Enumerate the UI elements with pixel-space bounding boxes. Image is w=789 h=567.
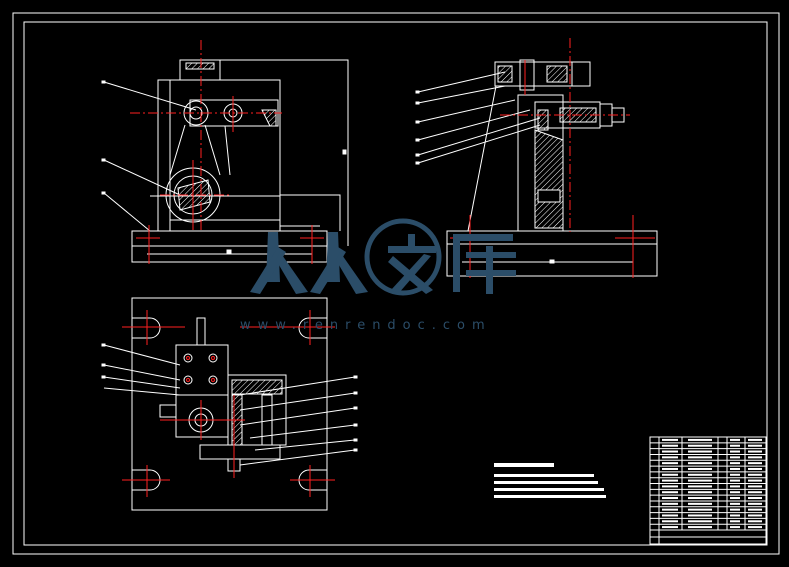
title-block-cell-mark	[730, 502, 740, 505]
title-block-cell-mark	[748, 462, 762, 465]
title-block-cell-mark	[688, 450, 712, 453]
title-block-cell-mark	[730, 485, 740, 488]
top-view-centerlines	[122, 310, 335, 497]
title-block-cell-mark	[748, 502, 762, 505]
title-block-cell-mark	[748, 456, 762, 459]
title-block-cell-mark	[662, 438, 678, 441]
title-block-cell-mark	[688, 479, 712, 482]
title-block-cell-mark	[688, 514, 712, 517]
outer-frame	[12, 12, 780, 555]
title-block-cell-mark	[748, 497, 762, 500]
title-block-cell-mark	[662, 473, 678, 476]
watermark-logo	[250, 218, 516, 296]
title-block-cell-mark	[688, 485, 712, 488]
title-block-cell-mark	[662, 479, 678, 482]
title-block-cell-mark	[662, 485, 678, 488]
title-block-cell-mark	[730, 467, 740, 470]
title-block-cell-mark	[688, 462, 712, 465]
title-block-cell-mark	[730, 444, 740, 447]
title-block-cell-mark	[688, 508, 712, 511]
title-block-cell-mark	[730, 438, 740, 441]
technical-notes	[494, 463, 606, 498]
title-block-cell-mark	[748, 485, 762, 488]
title-block-cell-mark	[662, 526, 678, 529]
title-block-cell-mark	[662, 502, 678, 505]
title-block-cell-mark	[748, 514, 762, 517]
title-block-cell-mark	[748, 526, 762, 529]
title-block-cell-mark	[662, 491, 678, 494]
front-view-centerlines	[130, 40, 324, 264]
title-block-cell-mark	[748, 473, 762, 476]
title-block-cell-mark	[662, 520, 678, 523]
title-block-cell-mark	[730, 473, 740, 476]
title-block-cell-mark	[662, 508, 678, 511]
title-block-cell-mark	[730, 491, 740, 494]
title-block-cell-mark	[662, 514, 678, 517]
title-block-cell-mark	[748, 450, 762, 453]
title-block-cell-mark	[662, 467, 678, 470]
title-block-cell-mark	[688, 456, 712, 459]
title-block-cell-mark	[662, 462, 678, 465]
title-block-cell-mark	[688, 444, 712, 447]
title-block-cell-mark	[688, 491, 712, 494]
title-block-cell-mark	[688, 497, 712, 500]
title-block-cell-mark	[688, 520, 712, 523]
title-block-cell-mark	[748, 467, 762, 470]
title-block-cell-mark	[688, 438, 712, 441]
title-block-cell-mark	[730, 514, 740, 517]
title-block-cell-mark	[688, 467, 712, 470]
title-block-cell-mark	[688, 502, 712, 505]
title-block-cell-mark	[688, 473, 712, 476]
title-block-cell-mark	[730, 497, 740, 500]
title-block-cell-mark	[748, 508, 762, 511]
side-view-centerlines	[450, 38, 655, 278]
title-block-cell-mark	[748, 444, 762, 447]
title-block-cell-mark	[662, 497, 678, 500]
watermark-url: www.renrendoc.com	[240, 318, 492, 333]
side-view	[415, 59, 658, 277]
title-block-cell-mark	[730, 479, 740, 482]
title-block-cell-mark	[730, 520, 740, 523]
title-block-cell-mark	[730, 526, 740, 529]
title-block-cell-mark	[730, 462, 740, 465]
title-block-cell-mark	[662, 444, 678, 447]
title-block-cell-mark	[730, 450, 740, 453]
title-block-cell-mark	[748, 491, 762, 494]
title-block-cell-mark	[748, 438, 762, 441]
title-block-cell-mark	[730, 456, 740, 459]
title-block-cell-mark	[730, 508, 740, 511]
title-block-cell-mark	[688, 526, 712, 529]
title-block-rows	[650, 438, 766, 529]
title-block-cell-mark	[662, 456, 678, 459]
title-block-cell-mark	[748, 520, 762, 523]
title-block-cell-mark	[662, 450, 678, 453]
title-block-cell-mark	[748, 479, 762, 482]
inner-frame	[23, 21, 768, 546]
